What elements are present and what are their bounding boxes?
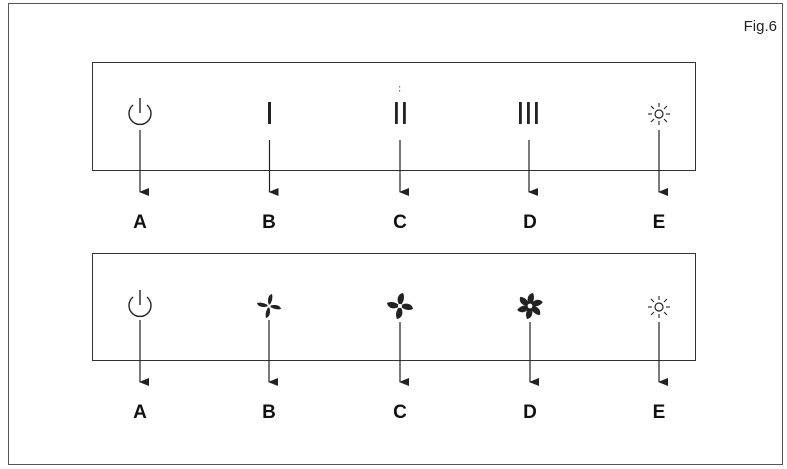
power-icon[interactable] (128, 98, 152, 126)
figure-label: Fig.6 (743, 18, 777, 35)
label-a-bottom: A (133, 402, 147, 423)
label-d-bottom: D (523, 402, 537, 423)
fan-low-icon[interactable] (257, 294, 281, 318)
label-e-bottom: E (653, 402, 666, 423)
fan-medium-icon[interactable] (387, 293, 413, 319)
light-icon[interactable] (648, 296, 670, 318)
label-a-top: A (133, 212, 147, 233)
control-panel-top (92, 62, 696, 171)
speed-2-icon[interactable] (395, 86, 406, 124)
speed-3-icon[interactable] (519, 102, 538, 124)
speed-1-icon[interactable] (268, 102, 271, 124)
label-d-top: D (523, 212, 537, 233)
light-icon[interactable] (648, 103, 670, 125)
figure-frame (8, 3, 783, 465)
label-c-top: C (393, 212, 407, 233)
label-e-top: E (653, 212, 666, 233)
bottom-arrows (139, 320, 668, 386)
power-icon[interactable] (128, 290, 152, 318)
label-c-bottom: C (393, 402, 407, 423)
top-arrows (139, 130, 668, 196)
label-b-bottom: B (262, 402, 276, 423)
fan-high-icon[interactable] (517, 293, 544, 319)
label-b-top: B (262, 212, 276, 233)
